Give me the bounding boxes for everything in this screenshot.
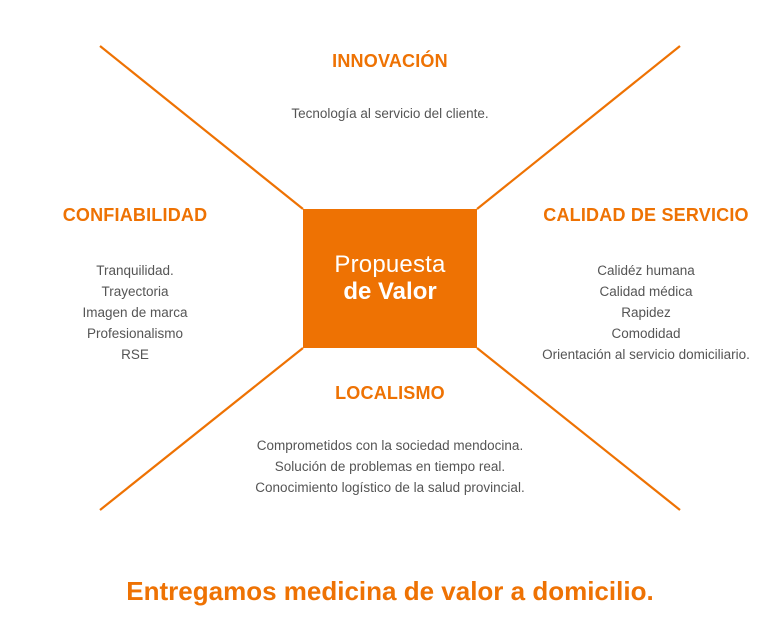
diagonal-bottom-left (99, 347, 304, 511)
section-localismo: LOCALISMO Comprometidos con la sociedad … (210, 383, 570, 498)
section-title: CONFIABILIDAD (62, 205, 208, 225)
tagline: Entregamos medicina de valor a domicilio… (126, 576, 654, 606)
section-title: INNOVACIÓN (332, 51, 448, 71)
section-innovacion: INNOVACIÓN Tecnología al servicio del cl… (230, 51, 550, 124)
section-item: RSE (121, 347, 149, 362)
section-item: Calidad médica (599, 284, 693, 299)
section-item: Orientación al servicio domiciliario. (542, 347, 750, 362)
section-items: Comprometidos con la sociedad mendocina.… (210, 435, 570, 498)
section-calidad-de-servicio: CALIDAD DE SERVICIO Calidéz humana Calid… (530, 205, 762, 365)
center-title-line2: de Valor (343, 277, 437, 305)
section-item: Tranquilidad. (96, 263, 174, 278)
section-items: Tecnología al servicio del cliente. (230, 103, 550, 124)
section-item: Imagen de marca (82, 305, 188, 320)
section-item: Comodidad (611, 326, 681, 341)
section-item: Conocimiento logístico de la salud provi… (255, 480, 525, 495)
section-item: Tecnología al servicio del cliente. (291, 106, 489, 121)
value-proposition-box: Propuesta de Valor (303, 209, 477, 348)
diagonal-top-right (476, 45, 681, 210)
section-items: Calidéz humana Calidad médica Rapidez Co… (530, 260, 762, 365)
section-item: Solución de problemas en tiempo real. (274, 459, 506, 474)
section-item: Trayectoria (101, 284, 169, 299)
section-item: Profesionalismo (86, 326, 184, 341)
section-confiabilidad: CONFIABILIDAD Tranquilidad. Trayectoria … (30, 205, 240, 365)
diagonal-top-left (99, 45, 304, 210)
section-item: Rapidez (621, 305, 671, 320)
diagonal-bottom-right (476, 347, 681, 511)
section-item: Calidéz humana (597, 263, 695, 278)
section-items: Tranquilidad. Trayectoria Imagen de marc… (30, 260, 240, 365)
section-item: Comprometidos con la sociedad mendocina. (256, 438, 524, 453)
section-title: LOCALISMO (335, 383, 445, 403)
section-title: CALIDAD DE SERVICIO (543, 205, 749, 225)
center-title-line1: Propuesta (334, 250, 446, 278)
